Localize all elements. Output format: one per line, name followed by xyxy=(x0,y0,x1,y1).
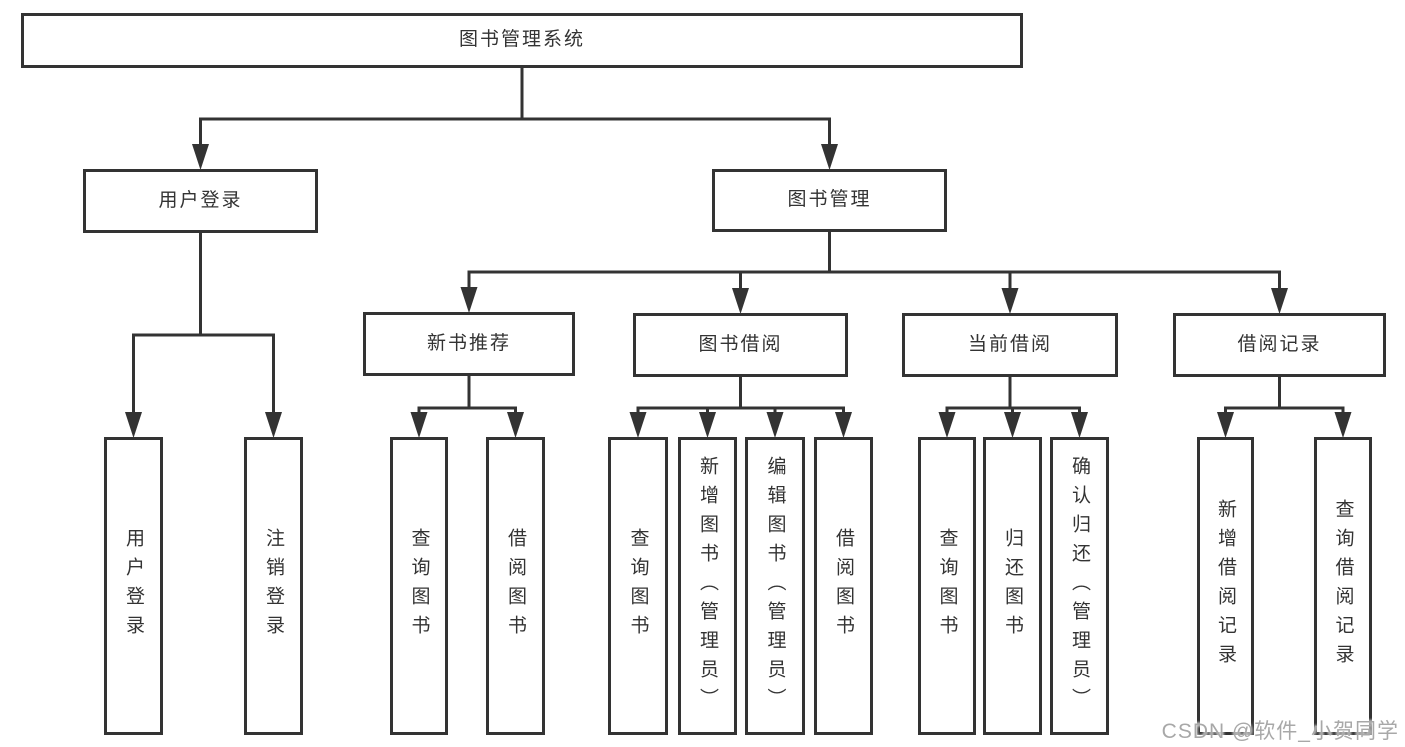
arrowhead-icon xyxy=(125,412,142,438)
arrowhead-icon xyxy=(732,288,749,314)
node-leaf-confirm-return: 确认归还（管理员） xyxy=(1050,437,1109,735)
node-leaf-query-book-2: 查询图书 xyxy=(608,437,668,735)
arrowhead-icon xyxy=(192,144,209,170)
arrowhead-icon xyxy=(1004,412,1021,438)
node-leaf-edit-book: 编辑图书（管理员） xyxy=(745,437,805,735)
node-leaf-add-record: 新增借阅记录 xyxy=(1197,437,1254,735)
arrowhead-icon xyxy=(410,412,428,438)
arrowhead-icon xyxy=(1071,412,1088,438)
node-leaf-query-record: 查询借阅记录 xyxy=(1314,437,1372,735)
node-current-borrow: 当前借阅 xyxy=(902,313,1118,377)
arrowhead-icon xyxy=(835,412,852,438)
node-user-login: 用户登录 xyxy=(83,169,318,233)
node-root: 图书管理系统 xyxy=(21,13,1023,68)
arrowhead-icon xyxy=(1001,288,1019,314)
arrowhead-icon xyxy=(699,412,716,438)
arrowhead-icon xyxy=(265,412,282,438)
node-leaf-logout: 注销登录 xyxy=(244,437,303,735)
node-leaf-add-book: 新增图书（管理员） xyxy=(678,437,737,735)
arrowhead-icon xyxy=(460,287,478,313)
node-leaf-user-login: 用户登录 xyxy=(104,437,163,735)
node-leaf-query-book-3: 查询图书 xyxy=(918,437,976,735)
node-book-borrow: 图书借阅 xyxy=(633,313,848,377)
node-leaf-return-book: 归还图书 xyxy=(983,437,1042,735)
node-leaf-borrow-book-1: 借阅图书 xyxy=(486,437,545,735)
arrowhead-icon xyxy=(938,412,956,438)
node-borrow-records: 借阅记录 xyxy=(1173,313,1386,377)
arrowhead-icon xyxy=(1271,288,1288,314)
node-new-book-rec: 新书推荐 xyxy=(363,312,575,376)
node-leaf-query-book-1: 查询图书 xyxy=(390,437,448,735)
arrowhead-icon xyxy=(507,412,524,438)
arrowhead-icon xyxy=(766,412,784,438)
node-book-mgmt: 图书管理 xyxy=(712,169,947,232)
arrowhead-icon xyxy=(1334,412,1352,438)
watermark: CSDN @软件_小贺同学 xyxy=(1161,720,1399,743)
node-leaf-borrow-book-2: 借阅图书 xyxy=(814,437,873,735)
arrowhead-icon xyxy=(629,412,647,438)
arrowhead-icon xyxy=(821,144,838,170)
arrowhead-icon xyxy=(1217,412,1234,438)
